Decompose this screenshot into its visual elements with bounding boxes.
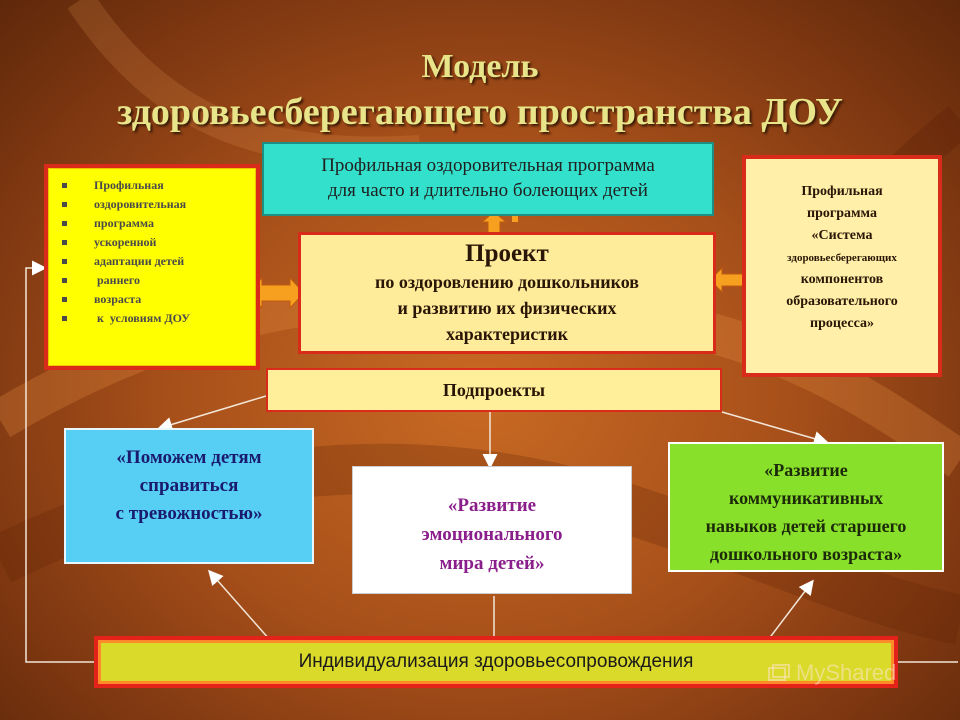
project-heading: Проект <box>465 240 549 267</box>
green-line-2: коммуникативных <box>728 488 884 508</box>
list-item: программа <box>62 214 256 233</box>
right-line-1: Профильная <box>801 184 883 199</box>
blue-line-3: с тревожностью» <box>115 503 263 524</box>
list-item: оздоровительная <box>62 195 256 214</box>
right-line-4: здоровьесберегающих <box>787 252 897 264</box>
program-line-2: для часто и длительно болеющих детей <box>328 179 648 201</box>
blue-line-2: справиться <box>139 475 239 496</box>
green-line-1: «Развитие <box>764 460 848 480</box>
list-item: возраста <box>62 290 256 309</box>
white-line-2: эмоционального <box>421 524 563 545</box>
bullet-icon <box>62 240 67 245</box>
bullet-icon <box>62 221 67 226</box>
right-program-box: Профильная программа «Система здоровьесб… <box>742 155 942 377</box>
list-item: адаптации детей <box>62 252 256 271</box>
connector-to-green <box>721 411 829 446</box>
list-item: Профильная <box>62 176 256 195</box>
white-line-1: «Развитие <box>447 495 537 516</box>
blue-line-1: «Поможем детям <box>116 447 262 468</box>
connector-bottom-to-green <box>767 579 814 641</box>
subproject-emotional-box: «Развитие эмоционального мира детей» <box>352 466 632 594</box>
right-line-2: программа <box>807 206 877 221</box>
green-line-4: дошкольного возраста» <box>709 544 903 564</box>
title-line-2: здоровьесберегающего пространства ДОУ <box>117 91 843 133</box>
project-line-3: характеристик <box>446 324 568 344</box>
project-box: Проект по оздоровлению дошкольников и ра… <box>298 232 716 354</box>
watermark-text: MyShared <box>796 660 897 685</box>
connector-left-loop <box>25 260 94 663</box>
connector-to-blue <box>157 395 267 432</box>
bullet-icon <box>62 183 67 188</box>
title-line-1: Модель <box>421 48 539 85</box>
subproject-communication-box: «Развитие коммуникативных навыков детей … <box>668 442 944 572</box>
myshared-logo-icon <box>768 664 790 682</box>
project-line-2: и развитию их физических <box>397 298 617 318</box>
project-line-1: по оздоровлению дошкольников <box>375 272 639 292</box>
left-program-list: Профильная оздоровительная программа уск… <box>48 168 256 328</box>
bullet-icon <box>62 278 67 283</box>
right-line-6: образовательного <box>786 294 898 309</box>
right-line-7: процесса» <box>810 316 874 331</box>
list-item: к условиям ДОУ <box>62 309 256 328</box>
right-line-3: «Система <box>811 228 873 243</box>
bullet-icon <box>62 297 67 302</box>
bullet-icon <box>62 202 67 207</box>
white-line-3: мира детей» <box>439 553 545 574</box>
green-line-3: навыков детей старшего <box>705 516 907 536</box>
bullet-icon <box>62 259 67 264</box>
subprojects-box: Подпроекты <box>266 368 722 412</box>
connector-bottom-to-blue <box>208 569 271 641</box>
left-program-box: Профильная оздоровительная программа уск… <box>44 164 260 370</box>
individualization-box: Индивидуализация здоровьесопровождения <box>94 636 898 688</box>
subproject-anxiety-box: «Поможем детям справиться с тревожностью… <box>64 428 314 564</box>
bullet-icon <box>62 316 67 321</box>
watermark: MyShared <box>768 660 896 686</box>
program-line-1: Профильная оздоровительная программа <box>321 155 655 176</box>
list-item: раннего <box>62 271 256 290</box>
right-line-5: компонентов <box>800 272 884 287</box>
list-item: ускоренной <box>62 233 256 252</box>
program-box: Профильная оздоровительная программа для… <box>262 142 714 216</box>
